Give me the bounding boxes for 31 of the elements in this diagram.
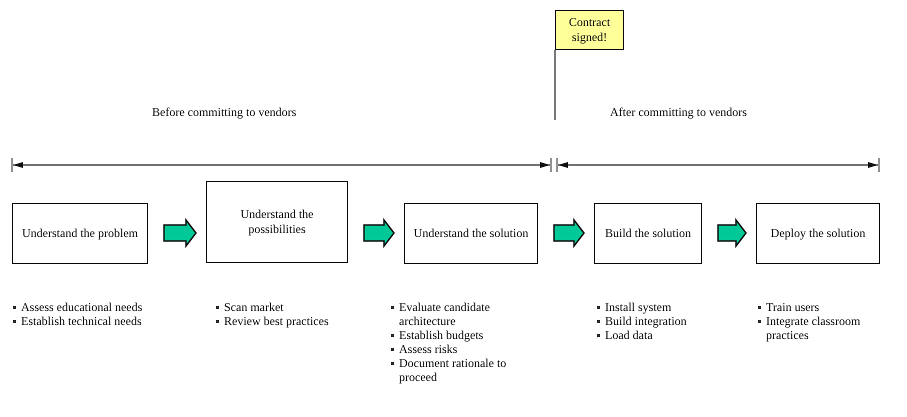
process-box [756,203,880,264]
bullet-text: Install system [605,300,672,314]
bullet-text: Build integration [605,314,687,328]
bullet-text: Review best practices [224,314,329,328]
bullet-text: Load data [605,328,653,342]
section-label: Before committing to vendors [152,105,296,120]
bullet-text: Train users [766,300,820,314]
bullet-text: Scan market [224,300,284,314]
block-arrow [363,218,395,248]
box-text: Contract signed! [568,15,612,45]
process-box [12,203,148,264]
block-arrow [163,218,197,248]
bullet-text: Integrate classroom practices [766,314,860,342]
block-arrow [553,218,585,248]
box-text: Understand the possibilities [240,207,314,237]
bullet-text: Evaluate candidate architecture [399,300,490,328]
process-box [206,181,348,263]
box-text: Understand the solution [414,226,528,241]
box-text: Understand the problem [22,226,138,241]
section-label: After committing to vendors [610,105,747,120]
bullet-text: Assess risks [399,342,458,356]
bullet-text: Assess educational needs [21,300,142,314]
process-box [594,203,702,264]
bullet-text: Establish technical needs [21,314,142,328]
block-arrow [717,218,747,248]
bullet-text: Establish budgets [399,328,484,342]
box-text: Deploy the solution [770,226,866,241]
bullet-text: Document rationale to proceed [399,356,506,384]
flag-box [555,10,624,50]
process-box [404,203,538,264]
box-text: Build the solution [604,226,691,241]
